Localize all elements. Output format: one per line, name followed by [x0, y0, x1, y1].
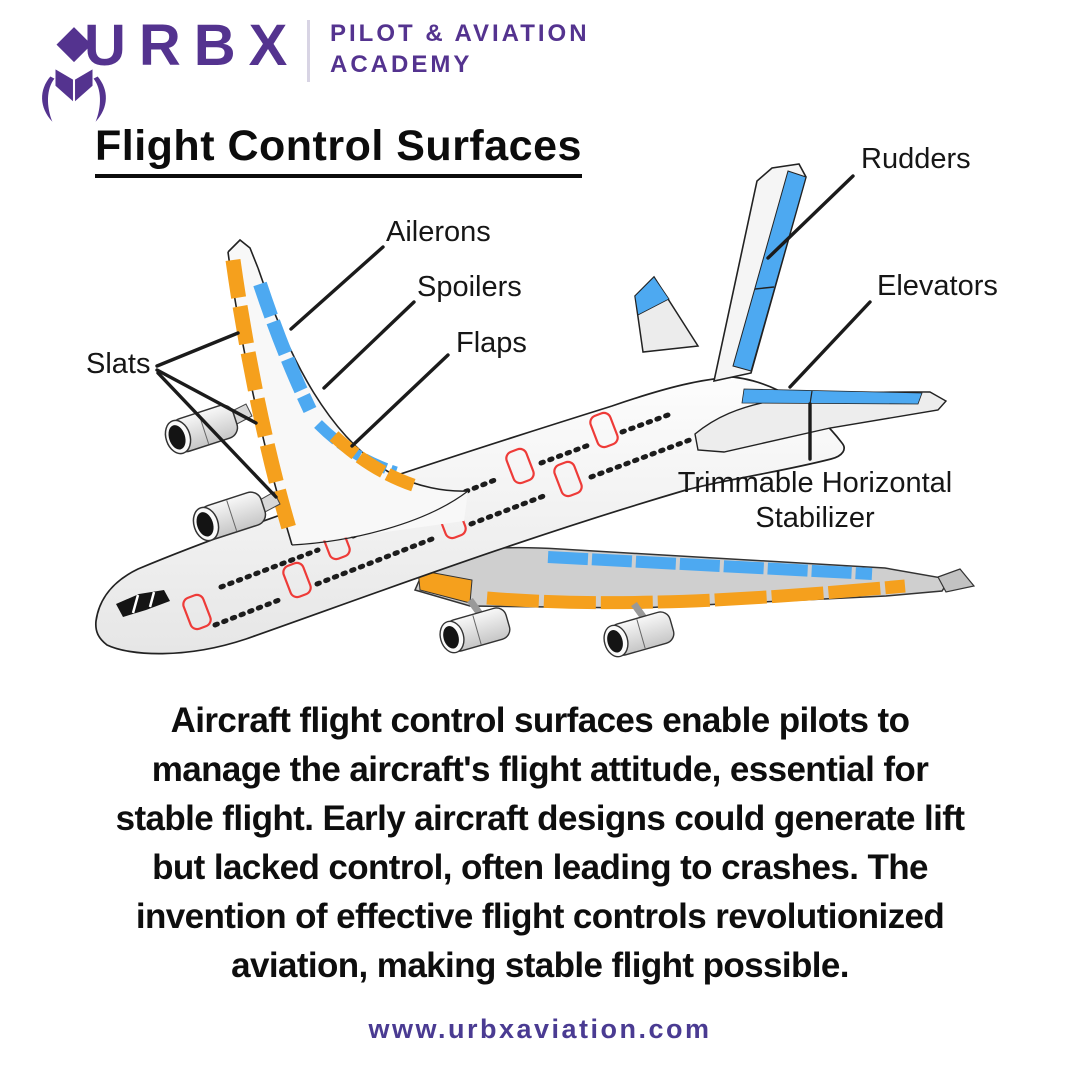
label-stabilizer-line1: Trimmable Horizontal — [677, 467, 953, 499]
engine-3 — [439, 607, 511, 654]
engine-4 — [603, 611, 675, 658]
label-slats: Slats — [86, 348, 151, 380]
body-paragraph: Aircraft flight control surfaces enable … — [0, 696, 1080, 990]
urbx-logo-icon — [42, 27, 106, 122]
engine-4-pylon — [631, 601, 647, 621]
wing-root-fairing — [291, 490, 469, 546]
flaps-leader-line — [350, 353, 450, 448]
leader-lines — [155, 174, 872, 499]
brand-logo-text: URBX — [84, 13, 301, 78]
vertical-stabilizer — [712, 163, 807, 383]
brand-header — [38, 26, 110, 124]
label-rudders: Rudders — [861, 143, 971, 175]
elevator-band — [741, 388, 923, 405]
body-line: invention of effective flight controls r… — [135, 897, 945, 936]
ailerons-leader-line — [289, 245, 385, 331]
spoilers-leader-line — [322, 300, 416, 390]
cockpit-windows — [116, 590, 170, 617]
body-line: manage the aircraft's flight attitude, e… — [151, 750, 929, 789]
slats-leader-line-3 — [156, 371, 278, 499]
slats-leader-line-1 — [155, 331, 240, 368]
far-horizontal-stabilizer — [634, 275, 700, 353]
page-title: Flight Control Surfaces — [95, 122, 582, 178]
brand-tagline-line1: PILOT & AVIATION — [330, 20, 590, 47]
rudders-leader-line — [766, 174, 855, 260]
label-trimmable-horizontal-stabilizer: Trimmable Horizontal Stabilizer — [655, 466, 975, 536]
far-wingtip — [937, 568, 976, 593]
label-ailerons: Ailerons — [386, 216, 491, 248]
body-line: stable flight. Early aircraft designs co… — [115, 799, 965, 838]
body-line: but lacked control, often leading to cra… — [152, 848, 928, 887]
body-line: aviation, making stable flight possible. — [231, 946, 849, 985]
engine-3-pylon — [467, 597, 483, 617]
far-wing-flaps-band — [486, 579, 906, 610]
ailerons-band — [253, 281, 317, 413]
horizontal-stabilizer — [694, 388, 948, 453]
label-spoilers: Spoilers — [417, 271, 522, 303]
far-wing — [413, 546, 976, 658]
brand-divider — [307, 20, 310, 82]
flaps-band — [329, 431, 419, 493]
brand-tagline-line2: ACADEMY — [330, 51, 473, 78]
label-flaps: Flaps — [456, 327, 527, 359]
rudder-band — [732, 170, 807, 372]
label-elevators: Elevators — [877, 270, 998, 302]
website-url: www.urbxaviation.com — [368, 1014, 712, 1044]
far-wing-spoilers-band — [547, 551, 873, 580]
engine-2 — [192, 491, 267, 542]
label-stabilizer-line2: Stabilizer — [755, 502, 875, 534]
slats-leader-line-2 — [155, 368, 258, 425]
brand-tagline: PILOT & AVIATION ACADEMY — [330, 18, 590, 80]
elevators-leader-line — [788, 300, 872, 389]
winglet — [227, 238, 259, 269]
slats-band — [225, 258, 299, 538]
main-deck-windows — [212, 435, 698, 628]
body-line: Aircraft flight control surfaces enable … — [170, 701, 910, 740]
